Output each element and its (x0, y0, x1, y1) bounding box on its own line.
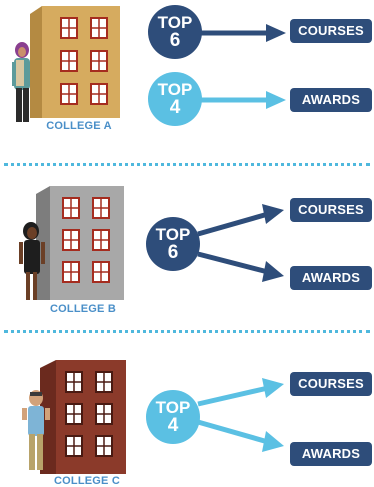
college-a-awards-arrow (198, 91, 286, 109)
college-a-courses-arrow (200, 24, 286, 42)
college-a-label: COLLEGE A (46, 120, 112, 132)
college-a-courses-badge: TOP 6 (148, 5, 202, 59)
college-b-label: COLLEGE B (50, 303, 116, 315)
college-a-building (30, 6, 120, 118)
college-c-courses-arrow (197, 378, 284, 407)
badge-number: 6 (167, 242, 179, 263)
badge-top-text: TOP (155, 398, 191, 417)
badge-number-awards: 4 (169, 97, 181, 118)
badge-top-text: TOP (155, 225, 191, 244)
college-a-awards-pill: AWARDS (290, 88, 372, 112)
college-c-label: COLLEGE C (54, 475, 120, 487)
college-b-person (19, 222, 45, 300)
divider-1 (4, 163, 370, 166)
college-b-awards-pill: AWARDS (290, 266, 372, 290)
college-c-person (22, 390, 50, 470)
college-b-awards-arrow (197, 251, 284, 282)
college-c-panel: COLLEGE C TOP 4 COURSES AWARDS (0, 338, 374, 487)
college-a-illustration (12, 6, 286, 122)
college-b-panel: COLLEGE B TOP 6 COURSES AWARDS (0, 172, 374, 322)
divider-2 (4, 330, 370, 333)
college-b-building (36, 186, 124, 300)
badge-number: 4 (167, 415, 179, 436)
college-a-courses-pill: COURSES (290, 19, 372, 43)
college-a-person (12, 42, 30, 122)
badge-number: 6 (169, 30, 181, 51)
college-c-awards-pill: AWARDS (290, 442, 372, 466)
college-b-illustration (19, 186, 284, 300)
badge-top-text: TOP (157, 80, 193, 99)
college-c-awards-arrow (197, 419, 284, 452)
college-c-badge: TOP 4 (146, 390, 200, 444)
college-c-courses-pill: COURSES (290, 372, 372, 396)
college-b-courses-pill: COURSES (290, 198, 372, 222)
college-b-courses-arrow (197, 204, 284, 237)
college-a-panel: COLLEGE A TOP 6 TOP 4 COURSES AWARDS (0, 0, 374, 160)
college-c-illustration (22, 360, 284, 474)
college-b-badge: TOP 6 (146, 217, 200, 271)
badge-top-text: TOP (157, 13, 193, 32)
college-c-building (40, 360, 126, 474)
college-a-awards-badge: TOP 4 (148, 72, 202, 126)
